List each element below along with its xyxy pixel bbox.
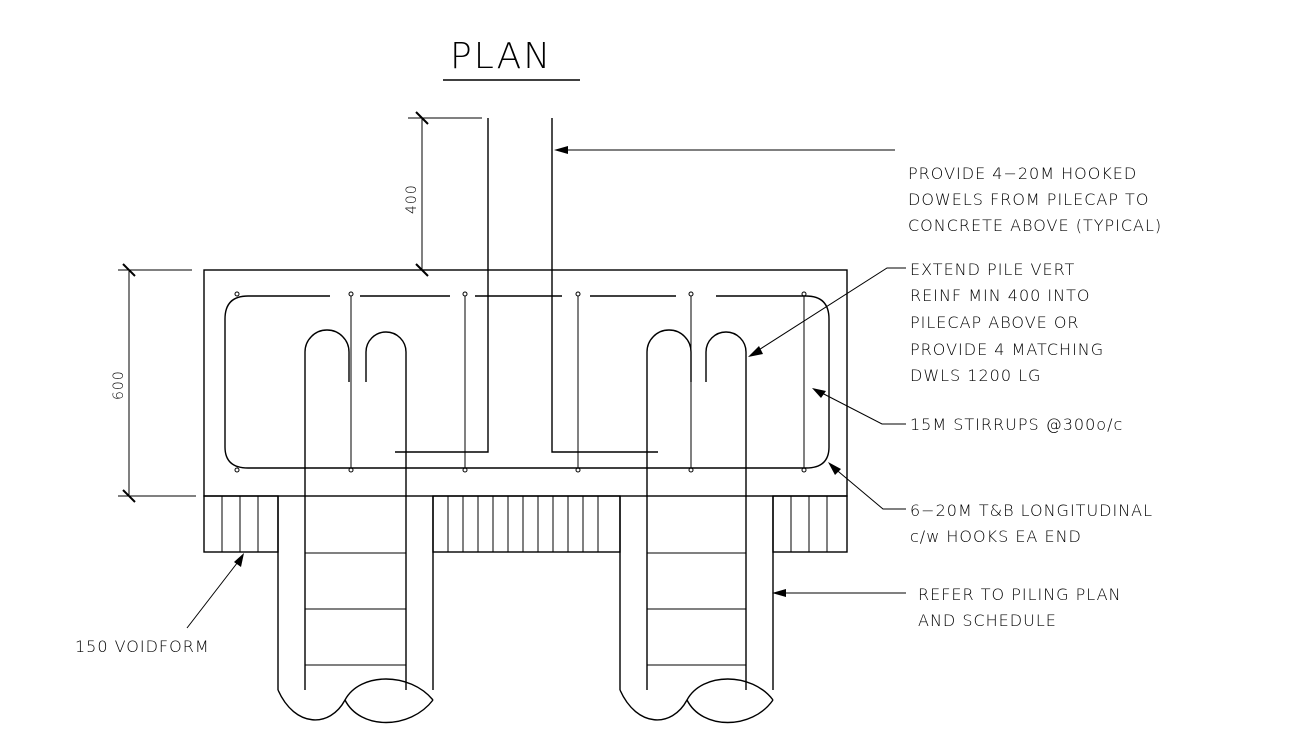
leader-pile-reinf	[748, 267, 906, 357]
voidform	[203, 495, 848, 553]
leader-stirrups	[812, 388, 906, 425]
leader-longitudinal	[828, 462, 906, 510]
stirrup-legs	[350, 296, 805, 468]
dimension-600: 600	[111, 263, 196, 503]
note-dowels: PROVIDE 4−20M HOOKED DOWELS FROM PILECAP…	[908, 164, 1162, 235]
note-stirrups: 15M STIRRUPS @300o/c	[910, 415, 1123, 434]
stirrups-outline	[224, 295, 830, 469]
pilecap-outline	[203, 269, 848, 497]
pile-right	[619, 496, 774, 724]
pile-left	[277, 496, 434, 724]
leader-dowels	[554, 146, 895, 154]
drawing-title: PLAN	[450, 36, 552, 77]
note-piling: REFER TO PILING PLAN AND SCHEDULE	[918, 585, 1128, 630]
leader-voidform	[186, 553, 244, 629]
note-longitudinal: 6−20M T&B LONGITUDINAL c/w HOOKS EA END	[910, 501, 1159, 546]
pile-reinforcement-left	[304, 329, 407, 690]
dimension-400-label: 400	[404, 184, 420, 214]
longitudinal-bars	[234, 291, 807, 473]
pile-reinforcement-right	[646, 329, 747, 690]
note-voidform: 150 VOIDFORM	[75, 637, 210, 656]
dimension-600-label: 600	[111, 370, 127, 400]
column-dowels	[395, 118, 658, 453]
leader-piling	[772, 589, 906, 597]
dimension-400: 400	[404, 111, 482, 277]
note-pile-reinforcement: EXTEND PILE VERT REINF MIN 400 INTO PILE…	[910, 260, 1110, 385]
